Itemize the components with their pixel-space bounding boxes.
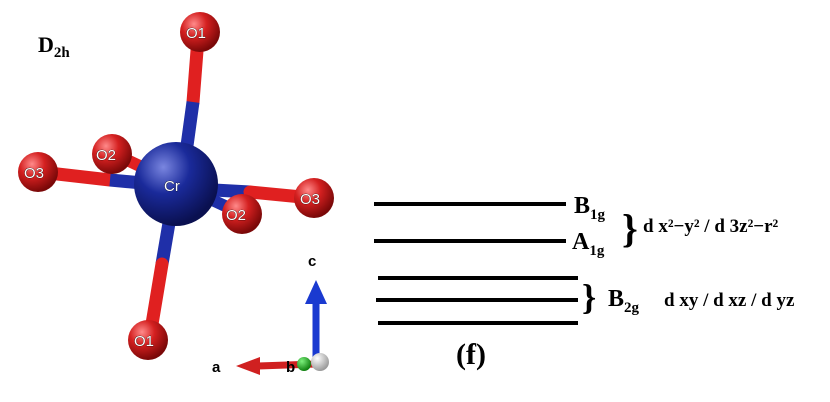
cr-atom	[134, 142, 218, 226]
c-axis-label: c	[308, 253, 316, 270]
origin-marker	[311, 353, 329, 371]
b-axis-marker	[297, 357, 311, 371]
upper-orbitals: d x²−y² / d 3z²−r²	[643, 216, 779, 237]
axis-triad: c a b	[212, 253, 329, 376]
state-b2g: B2g	[608, 286, 640, 316]
b-axis-label: b	[286, 359, 295, 376]
o2-back-label: O2	[96, 147, 116, 164]
atoms: O2 Cr O1 O3 O3 O2 O1	[18, 12, 334, 360]
point-group-label: D2h	[38, 32, 70, 61]
o3-left-atom	[18, 152, 58, 192]
point-group-main: D	[38, 32, 54, 57]
o1-bottom-atom	[128, 320, 168, 360]
a-axis-label: a	[212, 359, 221, 376]
o3-left-label: O3	[24, 165, 44, 182]
o1-top-label: O1	[186, 25, 206, 42]
lower-brace: }	[582, 277, 596, 317]
state-b1g: B1g	[574, 193, 606, 223]
panel-label: (f)	[456, 338, 486, 371]
o3-right-atom	[294, 178, 334, 218]
c-axis-head	[305, 280, 327, 304]
lower-orbitals: d xy / d xz / d yz	[664, 290, 795, 311]
o2-back-atom	[92, 134, 132, 174]
upper-brace: }	[622, 206, 638, 251]
energy-levels	[374, 202, 578, 325]
o2-front-label: O2	[226, 207, 246, 224]
o2-front-atom	[222, 194, 262, 234]
cr-label: Cr	[164, 178, 180, 195]
o1-bottom-label: O1	[134, 333, 154, 350]
state-a1g: A1g	[572, 229, 605, 259]
point-group-sub: 2h	[54, 45, 71, 61]
o3-right-label: O3	[300, 191, 320, 208]
a-axis-head	[236, 357, 260, 375]
o1-top-atom	[180, 12, 220, 52]
